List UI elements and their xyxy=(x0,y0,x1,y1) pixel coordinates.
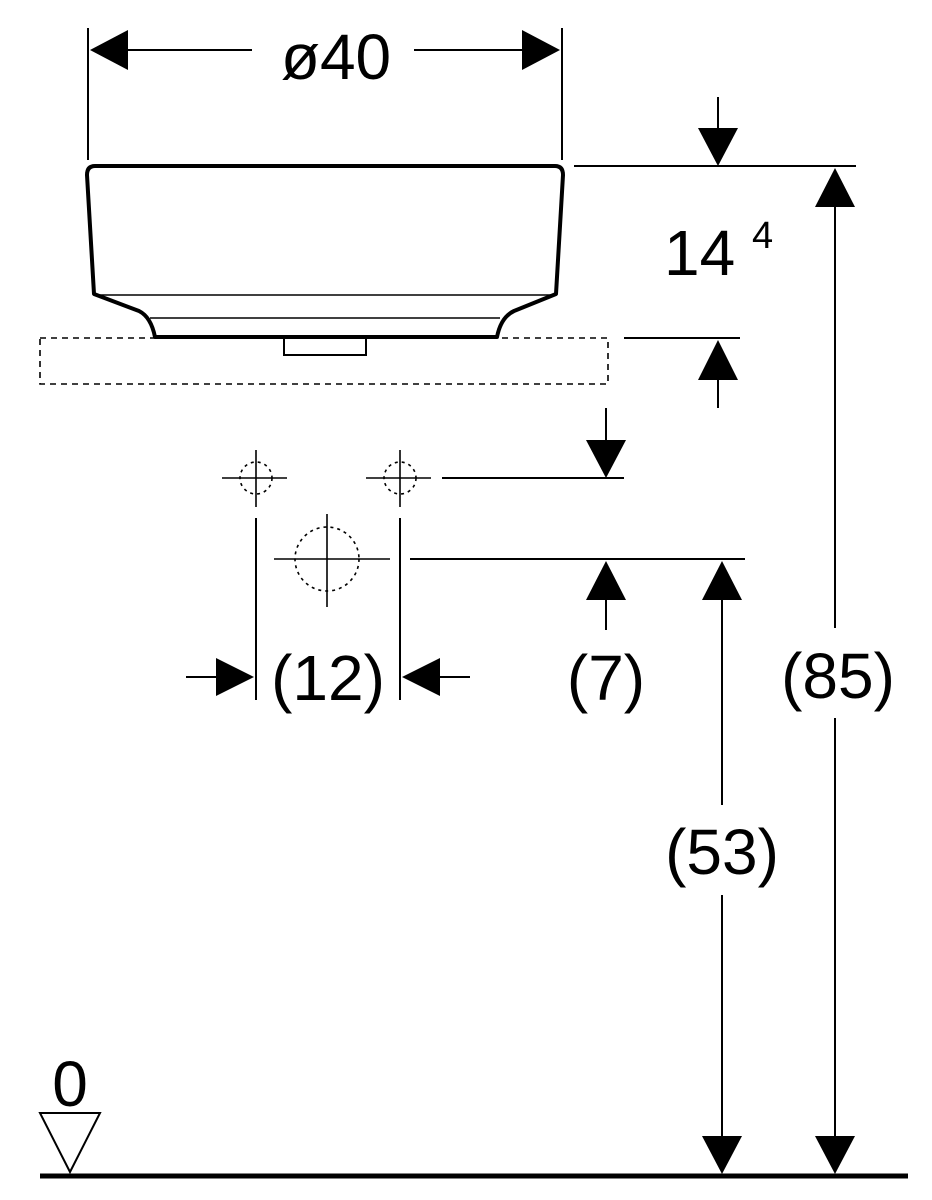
drain-marker xyxy=(274,514,390,607)
countertop-outline xyxy=(39,337,609,385)
offset-arrow-down xyxy=(586,440,626,478)
drain-offset-label: (7) xyxy=(567,642,645,714)
floor-level-triangle-icon xyxy=(38,1112,102,1175)
drain-offset-dimension: (7) xyxy=(567,408,645,714)
tap-hole-left xyxy=(222,450,287,507)
rim-arrow-up xyxy=(698,340,738,380)
total-height-arrow-down xyxy=(815,1136,855,1174)
total-height-label: (85) xyxy=(781,640,895,712)
rim-arrow-down xyxy=(698,128,738,166)
diameter-arrow-right xyxy=(522,30,560,70)
diameter-arrow-left xyxy=(90,30,128,70)
diameter-label: ø40 xyxy=(281,21,391,93)
diameter-dimension: ø40 xyxy=(87,21,563,160)
total-height-dimension: (85) xyxy=(781,168,895,1174)
rim-height-dimension: 14 4 xyxy=(574,97,856,408)
rim-height-label: 14 xyxy=(664,217,735,289)
drain-outlet xyxy=(283,338,367,356)
drain-height-arrow-down xyxy=(702,1136,742,1174)
drain-height-arrow-up xyxy=(702,561,742,600)
tap-hole-right xyxy=(366,450,431,507)
tap-spacing-label: (12) xyxy=(271,642,385,714)
total-height-arrow-up xyxy=(815,168,855,207)
tap-spacing-dimension: (12) xyxy=(186,518,470,714)
tap-spacing-arrow-left xyxy=(216,658,254,696)
offset-arrow-up xyxy=(586,561,626,600)
washbasin-bowl xyxy=(85,164,565,356)
floor-level: 0 xyxy=(38,1048,908,1179)
drain-height-dimension: (53) xyxy=(665,561,779,1174)
tap-spacing-arrow-right xyxy=(402,658,440,696)
floor-level-label: 0 xyxy=(52,1048,88,1120)
rim-height-superscript: 4 xyxy=(752,215,773,257)
drain-height-label: (53) xyxy=(665,816,779,888)
